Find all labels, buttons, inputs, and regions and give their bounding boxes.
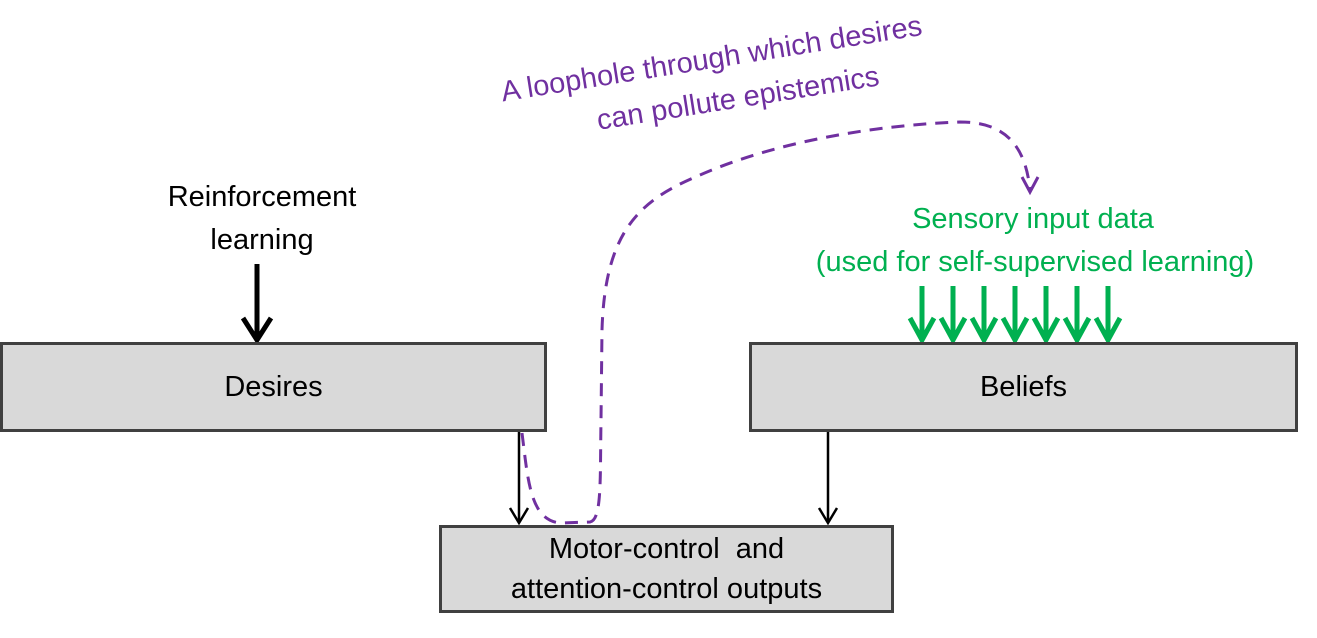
outputs-label-line1: Motor-control and (548, 533, 785, 565)
label-line: Sensory input data (912, 203, 1154, 235)
loophole-dashed-arrow (520, 120, 1040, 525)
sensory-arrow (938, 286, 968, 346)
desires-label: Desires (224, 370, 323, 403)
label-line: Reinforcement (167, 181, 357, 213)
outputs-box: Motor-control and attention-control outp… (439, 525, 894, 613)
sensory-arrow (1031, 286, 1061, 346)
sensory-arrow (1000, 286, 1030, 346)
label-line: (used for self-supervised learning) (815, 246, 1255, 278)
beliefs-box: Beliefs (749, 342, 1298, 432)
sensory-arrow (969, 286, 999, 346)
sensory-arrow (907, 286, 937, 346)
desires-box: Desires (0, 342, 547, 432)
beliefs-label: Beliefs (979, 370, 1068, 403)
outputs-label-line2: attention-control outputs (510, 573, 823, 605)
sensory-arrow (1093, 286, 1123, 346)
desires-to-outputs-arrow (508, 430, 530, 526)
sensory-arrows (907, 286, 1123, 346)
rl-arrow (240, 264, 274, 345)
sensory-arrow (1062, 286, 1092, 346)
sensory-input-label: Sensory input data (used for self-superv… (760, 198, 1310, 284)
label-line: learning (210, 224, 314, 256)
beliefs-to-outputs-arrow (817, 430, 839, 526)
reinforcement-learning-label: Reinforcement learning (132, 176, 392, 262)
